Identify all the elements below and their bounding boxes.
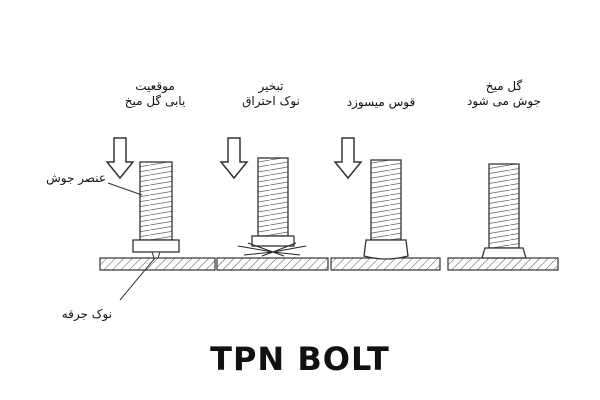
ignition-tip — [151, 251, 161, 259]
weld-element-leader — [107, 182, 143, 196]
force-arrow — [333, 137, 363, 180]
stage-1-figure — [99, 137, 216, 301]
stage-1-label: موقعیت یابی گل میخ — [124, 79, 186, 108]
stud-body — [370, 159, 402, 241]
vapor-sparks — [237, 242, 307, 257]
stud-body — [257, 157, 289, 237]
stage-3-label: قوس میسوزد — [346, 95, 416, 109]
stage-3-figure — [330, 137, 441, 271]
stage-4-figure — [447, 163, 559, 271]
base-plate — [330, 257, 441, 271]
stud-body — [139, 161, 173, 241]
force-arrow — [219, 137, 249, 180]
brand-title: TPN BOLT — [210, 340, 390, 378]
base-plate — [99, 257, 216, 271]
stage-2-figure — [216, 137, 329, 271]
ignition-tip-leader — [119, 257, 156, 301]
molten-pool — [363, 239, 409, 260]
weld-element-label: عنصر جوش — [46, 171, 106, 185]
base-plate — [447, 257, 559, 271]
stage-2-label: تبخیر نوک احتراق — [242, 79, 300, 108]
force-arrow — [105, 137, 135, 180]
stage-4-label: گل میخ جوش می شود — [467, 79, 541, 108]
weld-fillet — [481, 247, 527, 259]
stud-body — [488, 163, 520, 249]
ignition-tip-label: نوک جرقه — [61, 307, 112, 321]
stud-flange — [132, 239, 180, 253]
base-plate — [216, 257, 329, 271]
stud-flange — [251, 235, 295, 247]
